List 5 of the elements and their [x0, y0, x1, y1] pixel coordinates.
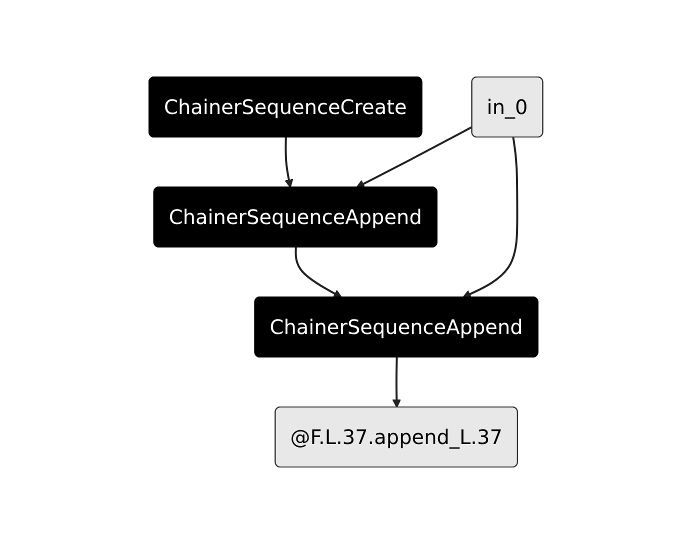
arrow	[462, 137, 518, 298]
arrow	[356, 126, 473, 188]
arrow	[284, 137, 294, 188]
arrow	[294, 247, 342, 298]
arrow	[392, 357, 402, 408]
